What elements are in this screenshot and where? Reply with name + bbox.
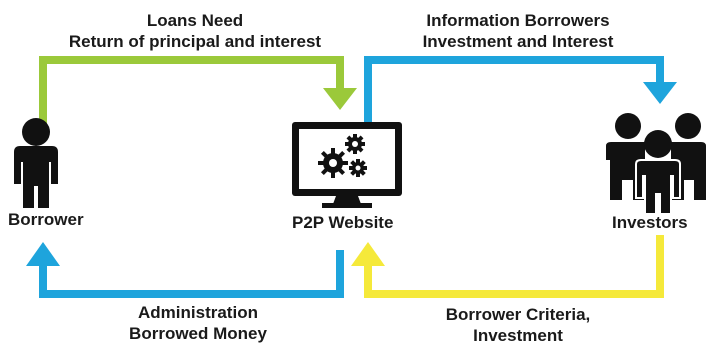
- flow-label-top-right-line1: Information Borrowers: [426, 11, 610, 30]
- group-icon: [606, 113, 706, 215]
- flow-label-top-right: Information Borrowers Investment and Int…: [368, 10, 668, 52]
- borrower-label: Borrower: [8, 210, 84, 229]
- investors-label: Investors: [612, 213, 688, 232]
- flow-label-bottom-right-line1: Borrower Criteria,: [445, 305, 591, 324]
- flow-label-bottom-left-line1: Administration: [138, 303, 258, 322]
- flow-arrow-bottom-left: [26, 242, 344, 298]
- flow-label-top-left: Loans Need Return of principal and inter…: [40, 10, 350, 52]
- person-icon: [14, 118, 58, 208]
- flow-label-bottom-left-line2: Borrowed Money: [129, 324, 267, 343]
- flow-label-bottom-right: Borrower Criteria, Investment: [388, 304, 648, 346]
- flow-arrow-top-right: [364, 56, 677, 128]
- flow-arrow-bottom-right: [351, 235, 664, 298]
- flow-label-top-left-line1: Loans Need: [146, 11, 244, 30]
- monitor-gears-icon: [292, 122, 402, 208]
- p2p-website-label: P2P Website: [292, 213, 394, 232]
- flow-label-bottom-right-line2: Investment: [473, 326, 563, 345]
- flow-label-bottom-left: Administration Borrowed Money: [78, 302, 318, 344]
- flow-label-top-left-line2: Return of principal and interest: [68, 32, 322, 51]
- flow-arrow-top-left: [39, 56, 357, 128]
- flow-label-top-right-line2: Investment and Interest: [422, 32, 614, 51]
